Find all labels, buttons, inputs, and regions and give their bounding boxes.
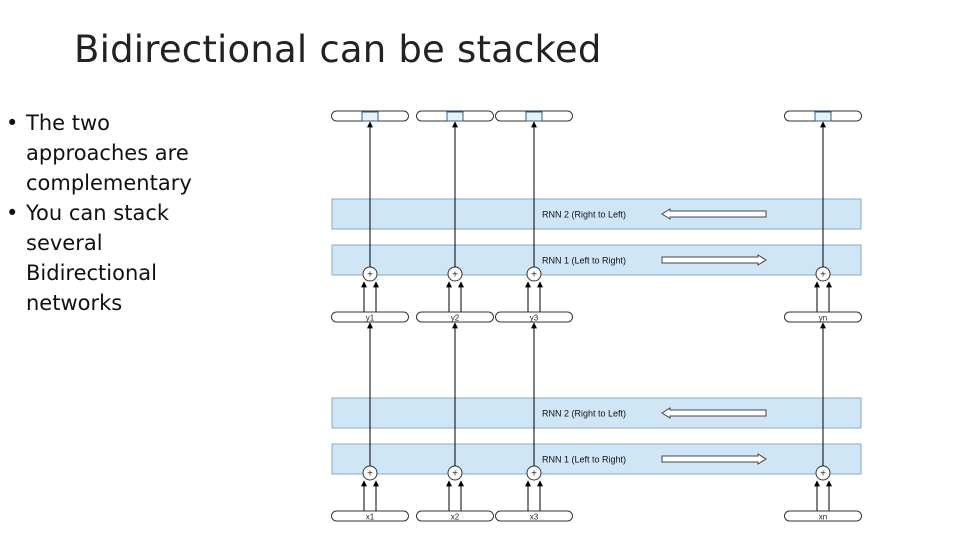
input-node-label: x1 (366, 513, 375, 522)
input-node (331, 311, 409, 323)
combine-symbol: + (367, 270, 373, 281)
rnn-band-label: RNN 1 (Left to Right) (542, 455, 626, 465)
input-node-label: y2 (451, 314, 460, 323)
output-unit (525, 111, 543, 122)
bullet-item: • You can stack several Bidirectional net… (6, 198, 236, 318)
output-unit (446, 111, 464, 122)
rnn-band-label: RNN 2 (Right to Left) (542, 210, 626, 220)
direction-arrow-right-icon (661, 453, 767, 465)
rnn-band (331, 244, 862, 276)
input-node-label: yn (819, 314, 827, 323)
input-node-label: y1 (366, 314, 375, 323)
bullet-list: • The two approaches are complementary • Y… (6, 108, 236, 318)
rnn-band (331, 397, 862, 429)
input-node (495, 510, 573, 522)
diagram-content: RNN 2 (Right to Left) RNN 1 (Left to Righ… (331, 110, 862, 522)
stacked-bidirectional-rnn-diagram: RNN 2 (Right to Left) RNN 1 (Left to Righ… (331, 110, 862, 522)
direction-arrow-right-icon (661, 254, 767, 266)
combine-symbol: + (452, 270, 458, 281)
rnn-band-label: RNN 1 (Left to Right) (542, 256, 626, 266)
slide-title: Bidirectional can be stacked (74, 28, 602, 71)
bullet-icon: • (6, 111, 19, 135)
combine-symbol: + (452, 469, 458, 480)
rnn-band (331, 443, 862, 475)
rnn-band (331, 198, 862, 230)
input-node (784, 510, 862, 522)
input-node (416, 311, 494, 323)
input-node (495, 311, 573, 323)
bullet-text: The two approaches are complementary (26, 111, 192, 195)
input-node-label: xn (819, 513, 827, 522)
input-node-label: x2 (451, 513, 460, 522)
output-unit (361, 111, 379, 122)
combine-symbol: + (531, 469, 537, 480)
input-node (784, 311, 862, 323)
direction-arrow-left-icon (661, 208, 767, 220)
bullet-icon: • (6, 201, 19, 225)
input-node (416, 510, 494, 522)
combine-symbol: + (820, 469, 826, 480)
input-node-label: x3 (530, 513, 539, 522)
output-unit (814, 111, 832, 122)
combine-symbol: + (531, 270, 537, 281)
combine-symbol: + (367, 469, 373, 480)
input-node (331, 510, 409, 522)
rnn-band-label: RNN 2 (Right to Left) (542, 409, 626, 419)
combine-symbol: + (820, 270, 826, 281)
input-node-label: y3 (530, 314, 539, 323)
bullet-item: • The two approaches are complementary (6, 108, 236, 198)
bullet-text: You can stack several Bidirectional netw… (26, 201, 170, 315)
direction-arrow-left-icon (661, 407, 767, 419)
